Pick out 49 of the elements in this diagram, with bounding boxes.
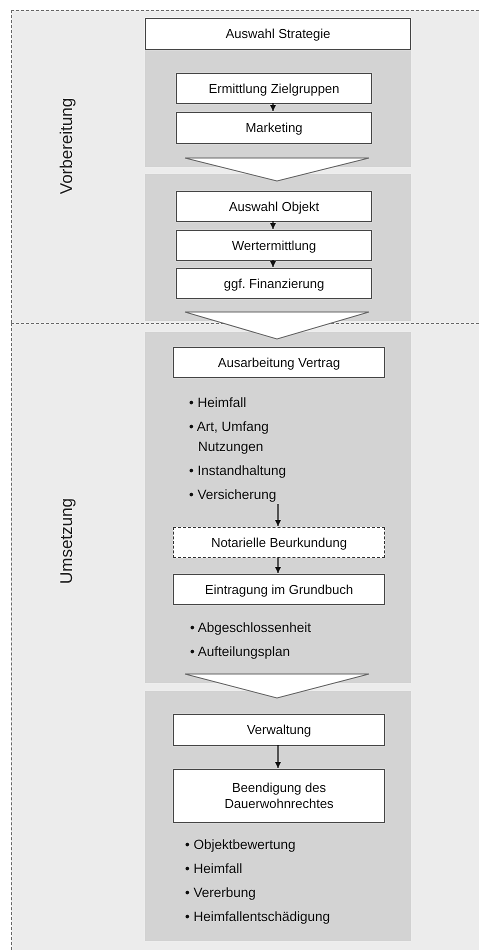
process-box bbox=[176, 268, 372, 299]
step-label: Notarielle Beurkundung bbox=[211, 534, 347, 550]
bullet-item: • Aufteilungsplan bbox=[190, 643, 290, 661]
process-box bbox=[145, 18, 411, 50]
arrow bbox=[270, 221, 276, 229]
process-box bbox=[173, 527, 385, 558]
step-label: Ausarbeitung Vertrag bbox=[218, 354, 340, 370]
step-label: Eintragung im Grundbuch bbox=[204, 582, 354, 598]
chevron-arrow bbox=[184, 674, 370, 699]
arrow bbox=[275, 504, 281, 526]
bullet-item: • Instandhaltung bbox=[189, 462, 288, 480]
step-label: ggf. Finanzierung bbox=[224, 276, 324, 292]
stage-panel bbox=[145, 174, 411, 321]
step-label: Wertermittlung bbox=[232, 238, 316, 254]
step-label: Beendigung des Dauerwohnrechtes bbox=[223, 780, 335, 812]
process-box bbox=[173, 574, 385, 605]
bullet-item: • Heimfallentschädigung bbox=[185, 908, 330, 926]
bullet-item: • Objektbewertung bbox=[185, 836, 296, 854]
step-label: Verwaltung bbox=[246, 722, 312, 738]
phase-label: Vorbereitung bbox=[57, 98, 77, 194]
stage-panel bbox=[145, 50, 411, 167]
bullet-item: • Heimfall bbox=[189, 394, 248, 412]
chevron-arrow bbox=[184, 158, 370, 182]
arrow bbox=[270, 103, 276, 111]
phase-band bbox=[11, 10, 479, 323]
step-label: Ermittlung Zielgruppen bbox=[208, 80, 340, 96]
stage-panel bbox=[145, 332, 411, 683]
chevron-arrow bbox=[184, 312, 370, 340]
bullet-item: • Art, Umfang Nutzungen bbox=[189, 418, 270, 456]
arrow bbox=[275, 745, 281, 768]
phase-band bbox=[11, 323, 479, 950]
bullet-item: • Versicherung bbox=[189, 486, 278, 504]
arrow bbox=[275, 557, 281, 573]
process-box bbox=[176, 191, 372, 222]
bullet-item: • Abgeschlossenheit bbox=[190, 619, 312, 637]
process-box bbox=[173, 714, 385, 746]
stage-panel bbox=[145, 691, 411, 941]
process-box bbox=[176, 73, 372, 104]
process-box bbox=[176, 112, 372, 144]
process-box bbox=[176, 230, 372, 261]
step-label: Auswahl Objekt bbox=[228, 198, 320, 214]
phase-label: Umsetzung bbox=[57, 498, 77, 584]
process-box bbox=[173, 347, 385, 378]
bullet-item: • Heimfall bbox=[185, 860, 242, 878]
process-box bbox=[173, 769, 385, 823]
step-label: Marketing bbox=[245, 120, 303, 136]
arrow bbox=[270, 260, 276, 267]
step-label: Auswahl Strategie bbox=[226, 26, 330, 42]
bullet-item: • Vererbung bbox=[185, 884, 256, 902]
